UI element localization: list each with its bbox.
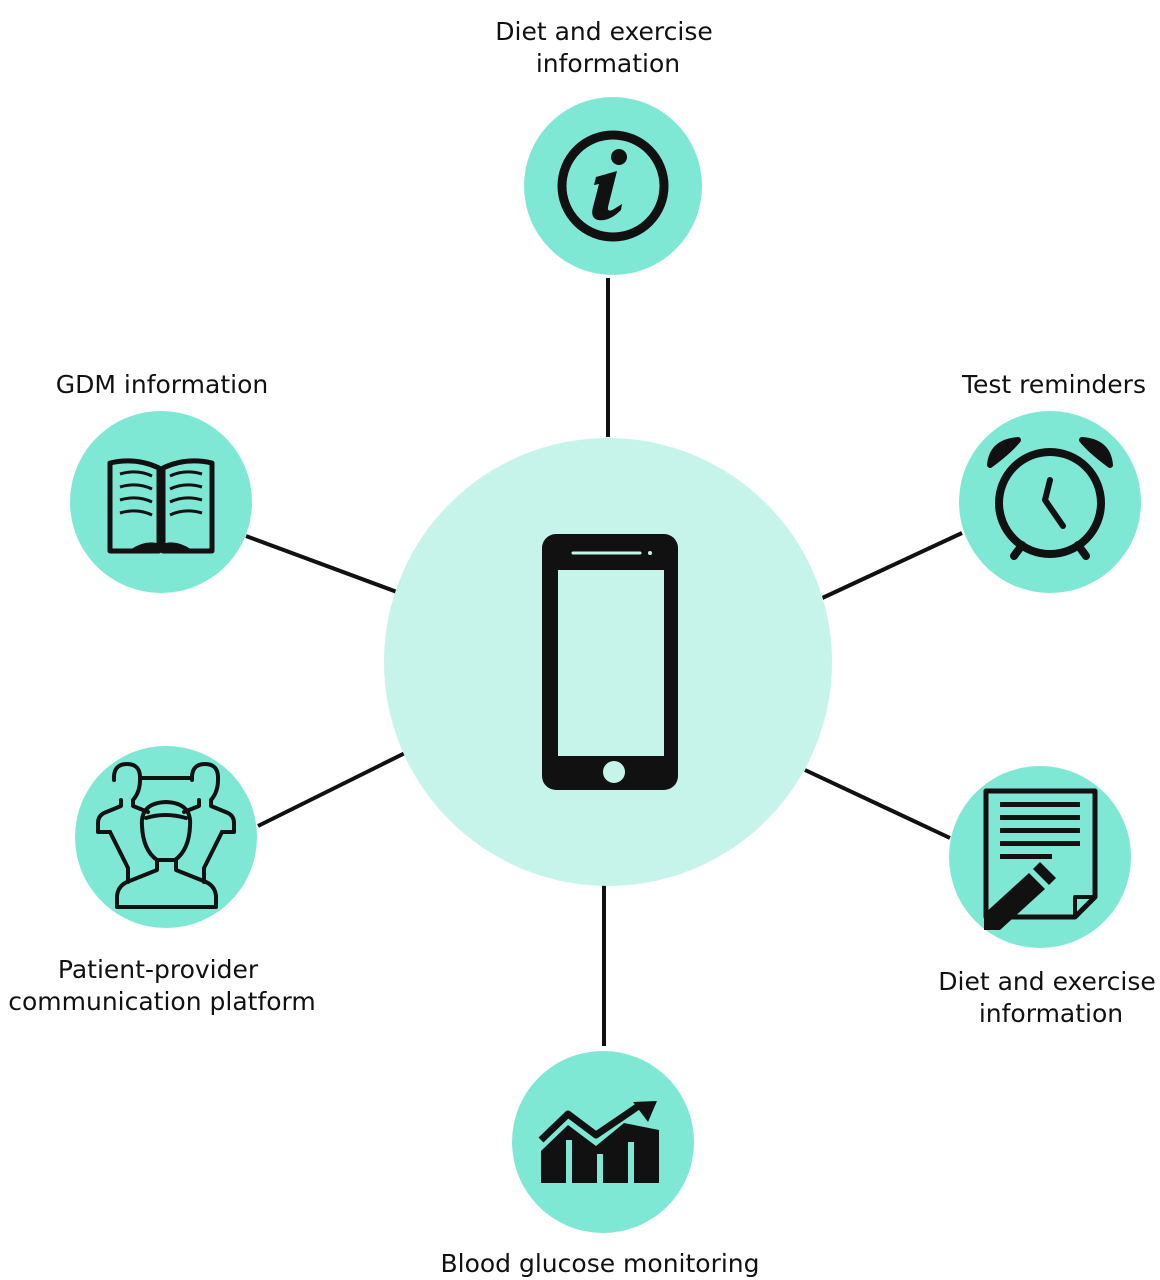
node-label: Patient-provider communication platform	[8, 955, 316, 1016]
growth-chart-icon	[538, 1101, 659, 1183]
node-label: GDM information	[56, 370, 268, 399]
label-line-1: GDM information	[56, 370, 268, 399]
node-lower-left: Patient-provider communication platform	[8, 746, 316, 1016]
smartphone-icon	[542, 534, 678, 790]
node-circle	[75, 746, 257, 928]
node-upper-right: Test reminders	[959, 370, 1146, 593]
node-label: Blood glucose monitoring	[440, 1249, 759, 1278]
connector-upper-right	[817, 531, 963, 602]
label-line-1: Blood glucose monitoring	[440, 1249, 759, 1278]
label-line-2: communication platform	[8, 987, 316, 1016]
connector-lower-right	[804, 768, 951, 840]
label-line-1: Diet and exercise	[938, 967, 1155, 996]
label-line-2: information	[979, 999, 1123, 1028]
connector-lines	[245, 278, 963, 1046]
node-top: Diet and exercise information	[495, 17, 720, 275]
connector-lower-left	[257, 751, 406, 828]
info-icon	[557, 130, 669, 242]
node-bottom: Blood glucose monitoring	[440, 1051, 760, 1278]
node-upper-left: GDM information	[56, 370, 268, 593]
label-line-1: Test reminders	[961, 370, 1146, 399]
hub	[384, 438, 832, 886]
people-group-icon	[96, 762, 236, 909]
node-label: Test reminders	[961, 370, 1146, 399]
label-line-1: Patient-provider	[58, 955, 259, 984]
label-line-1: Diet and exercise	[495, 17, 712, 46]
open-book-icon	[107, 458, 215, 554]
label-line-2: information	[536, 49, 680, 78]
node-label: Diet and exercise information	[495, 17, 720, 78]
connector-upper-left	[245, 534, 398, 594]
node-lower-right: Diet and exercise information	[938, 766, 1160, 1028]
document-pencil-icon	[983, 788, 1098, 930]
node-label: Diet and exercise information	[938, 967, 1160, 1028]
alarm-clock-icon	[987, 437, 1113, 560]
